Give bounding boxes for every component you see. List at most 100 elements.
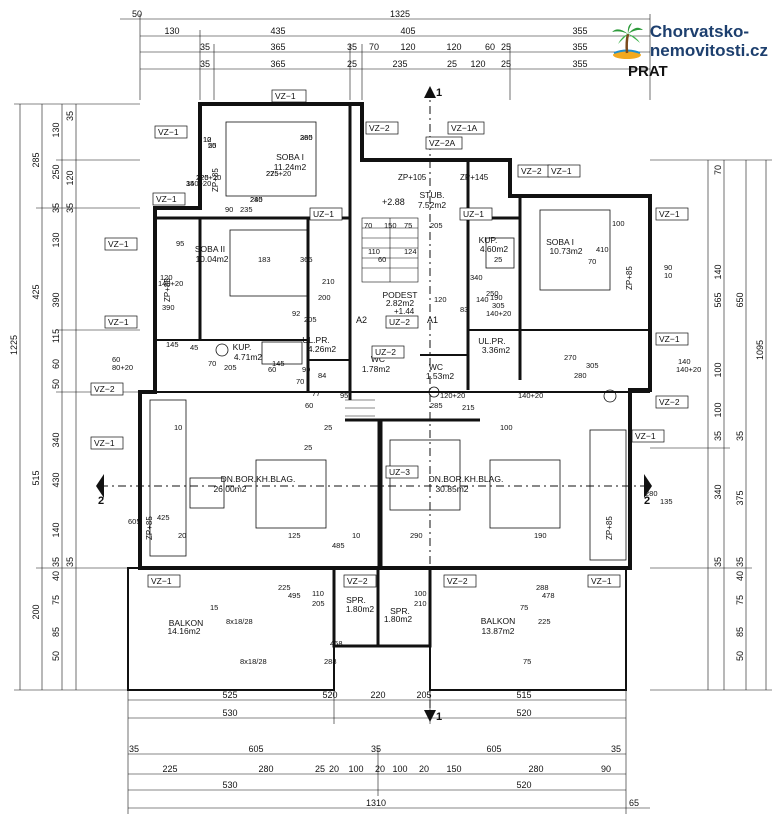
room-area: 13.87m2 [481, 626, 514, 636]
dim-label: 35 [200, 42, 210, 52]
left-dimension-labels: 1225 285 425 515 200 130 250 35 130 390 … [9, 111, 75, 661]
room-name: UL.PR. [302, 335, 329, 345]
dim-label: 35 [713, 431, 723, 441]
inner-dim-label: 305 [586, 361, 599, 370]
dim-label: 40 [735, 571, 745, 581]
dim-label: 20 [329, 764, 339, 774]
inner-dim-label: 50 [208, 141, 216, 150]
tag-box: VZ−1 [655, 332, 689, 346]
room-area: 4.60m2 [480, 244, 509, 254]
tag-box: UZ−2 [371, 345, 405, 359]
inner-dim-label: 25 [324, 423, 332, 432]
dim-label: 85 [51, 627, 61, 637]
dim-label: 100 [713, 362, 723, 377]
svg-text:UZ−1: UZ−1 [463, 209, 484, 219]
window-code: ZP+85 [145, 516, 154, 540]
inner-dim-label: 110 [368, 247, 380, 256]
dim-label: 35 [735, 557, 745, 567]
svg-text:VZ−1: VZ−1 [94, 438, 115, 448]
bed [539, 209, 611, 291]
dim-label: 355 [572, 26, 587, 36]
dim-label: 35 [735, 431, 745, 441]
dim-label: 100 [713, 402, 723, 417]
inner-dim-label: 95 [176, 239, 184, 248]
inner-dim-label: 605 [128, 517, 141, 526]
room-name: BALKON [481, 616, 516, 626]
dim-label: 35 [200, 59, 210, 69]
opening-tags: VZ−1 VZ−1 VZ−2 VZ−1A VZ−2A VZ−2 VZ−1 VZ−… [90, 89, 689, 588]
inner-dim-label: 100 [414, 589, 427, 598]
inner-dim-label: 140+20 [518, 391, 543, 400]
room-name: SPR. [390, 606, 410, 616]
svg-text:UZ−2: UZ−2 [375, 347, 396, 357]
inner-dim-label: 120 [196, 173, 209, 182]
dim-label: 220 [370, 690, 385, 700]
svg-text:UZ−2: UZ−2 [389, 317, 410, 327]
dining-table [489, 459, 561, 529]
window-code: ZP+85 [605, 516, 614, 540]
room-area: 1.80m2 [384, 614, 413, 624]
room-name: PODEST [383, 290, 418, 300]
inner-dim-label: 140+20 [486, 309, 511, 318]
inner-dim-label: 35 [186, 179, 194, 188]
inner-dim-label: 410 [596, 245, 609, 254]
dim-label: 75 [51, 595, 61, 605]
svg-text:VZ−1: VZ−1 [151, 576, 172, 586]
inner-dim-label: 140+20 [186, 179, 211, 188]
window-code: ZP+105 [398, 173, 427, 182]
inner-dim-label: 25 [304, 443, 312, 452]
dim-label: 75 [735, 595, 745, 605]
level-marker: A2 [356, 315, 367, 325]
inner-dim-label: 120 [160, 273, 173, 282]
dim-label: 70 [369, 42, 379, 52]
inner-dim-label: 210 [322, 277, 335, 286]
inner-dim-label: 288 [536, 583, 549, 592]
room-area: 11.24m2 [274, 162, 307, 172]
room-name: BALKON [169, 618, 204, 628]
section-lines [100, 88, 650, 720]
inner-dim-label: 20 [178, 531, 186, 540]
section-marker-label: 1 [436, 711, 442, 723]
inner-dim-label: 235 [240, 205, 253, 214]
dim-label: 115 [51, 329, 61, 343]
inner-dim-label: 205 [224, 363, 237, 372]
inner-dim-label: 25 [208, 141, 216, 150]
inner-dim-label: 45 [190, 343, 198, 352]
inner-dim-label: 75 [404, 221, 412, 230]
left-dimension-lines [14, 103, 140, 691]
toilet [603, 389, 617, 403]
inner-dim-label: 90 [225, 205, 233, 214]
dim-label: 35 [65, 111, 75, 121]
tag-box: VZ−2 [517, 164, 551, 178]
inner-dim-label: 75 [523, 657, 531, 666]
inner-dim-label: 205 [312, 599, 325, 608]
toilet [428, 386, 440, 398]
dim-label: 390 [51, 292, 61, 307]
section-marker-label: 2 [98, 495, 104, 507]
tag-box: VZ−1 [655, 207, 689, 221]
room-area: 1.53m2 [426, 371, 455, 381]
room-area: 4.71m2 [234, 352, 263, 362]
floor-label: PRAT [628, 63, 668, 80]
svg-text:VZ−2: VZ−2 [94, 384, 115, 394]
inner-dim-label: 145 [272, 359, 285, 368]
dim-label: 515 [31, 470, 41, 485]
inner-dim-label: 205 [430, 221, 443, 230]
inner-dim-label: 340 [470, 273, 483, 282]
dim-label: 25 [315, 764, 325, 774]
inner-dim-label: 225 [538, 617, 551, 626]
inner-dim-label: 305 [492, 301, 505, 310]
room-area: 3.36m2 [482, 345, 511, 355]
room-name: DN.BOR.KH.BLAG. [221, 474, 296, 484]
dim-label: 35 [65, 557, 75, 567]
inner-dim-label: 468 [330, 639, 343, 648]
inner-dim-label: 285 [430, 401, 443, 410]
room-name: STUB. [419, 190, 444, 200]
dim-label: 1325 [390, 9, 410, 19]
dim-label: 250 [51, 164, 61, 179]
inner-dim-label: 365 [300, 255, 313, 264]
dim-label: 525 [222, 690, 237, 700]
inner-dim-label: 183 [258, 255, 271, 264]
window-code: ZP+85 [163, 278, 172, 302]
